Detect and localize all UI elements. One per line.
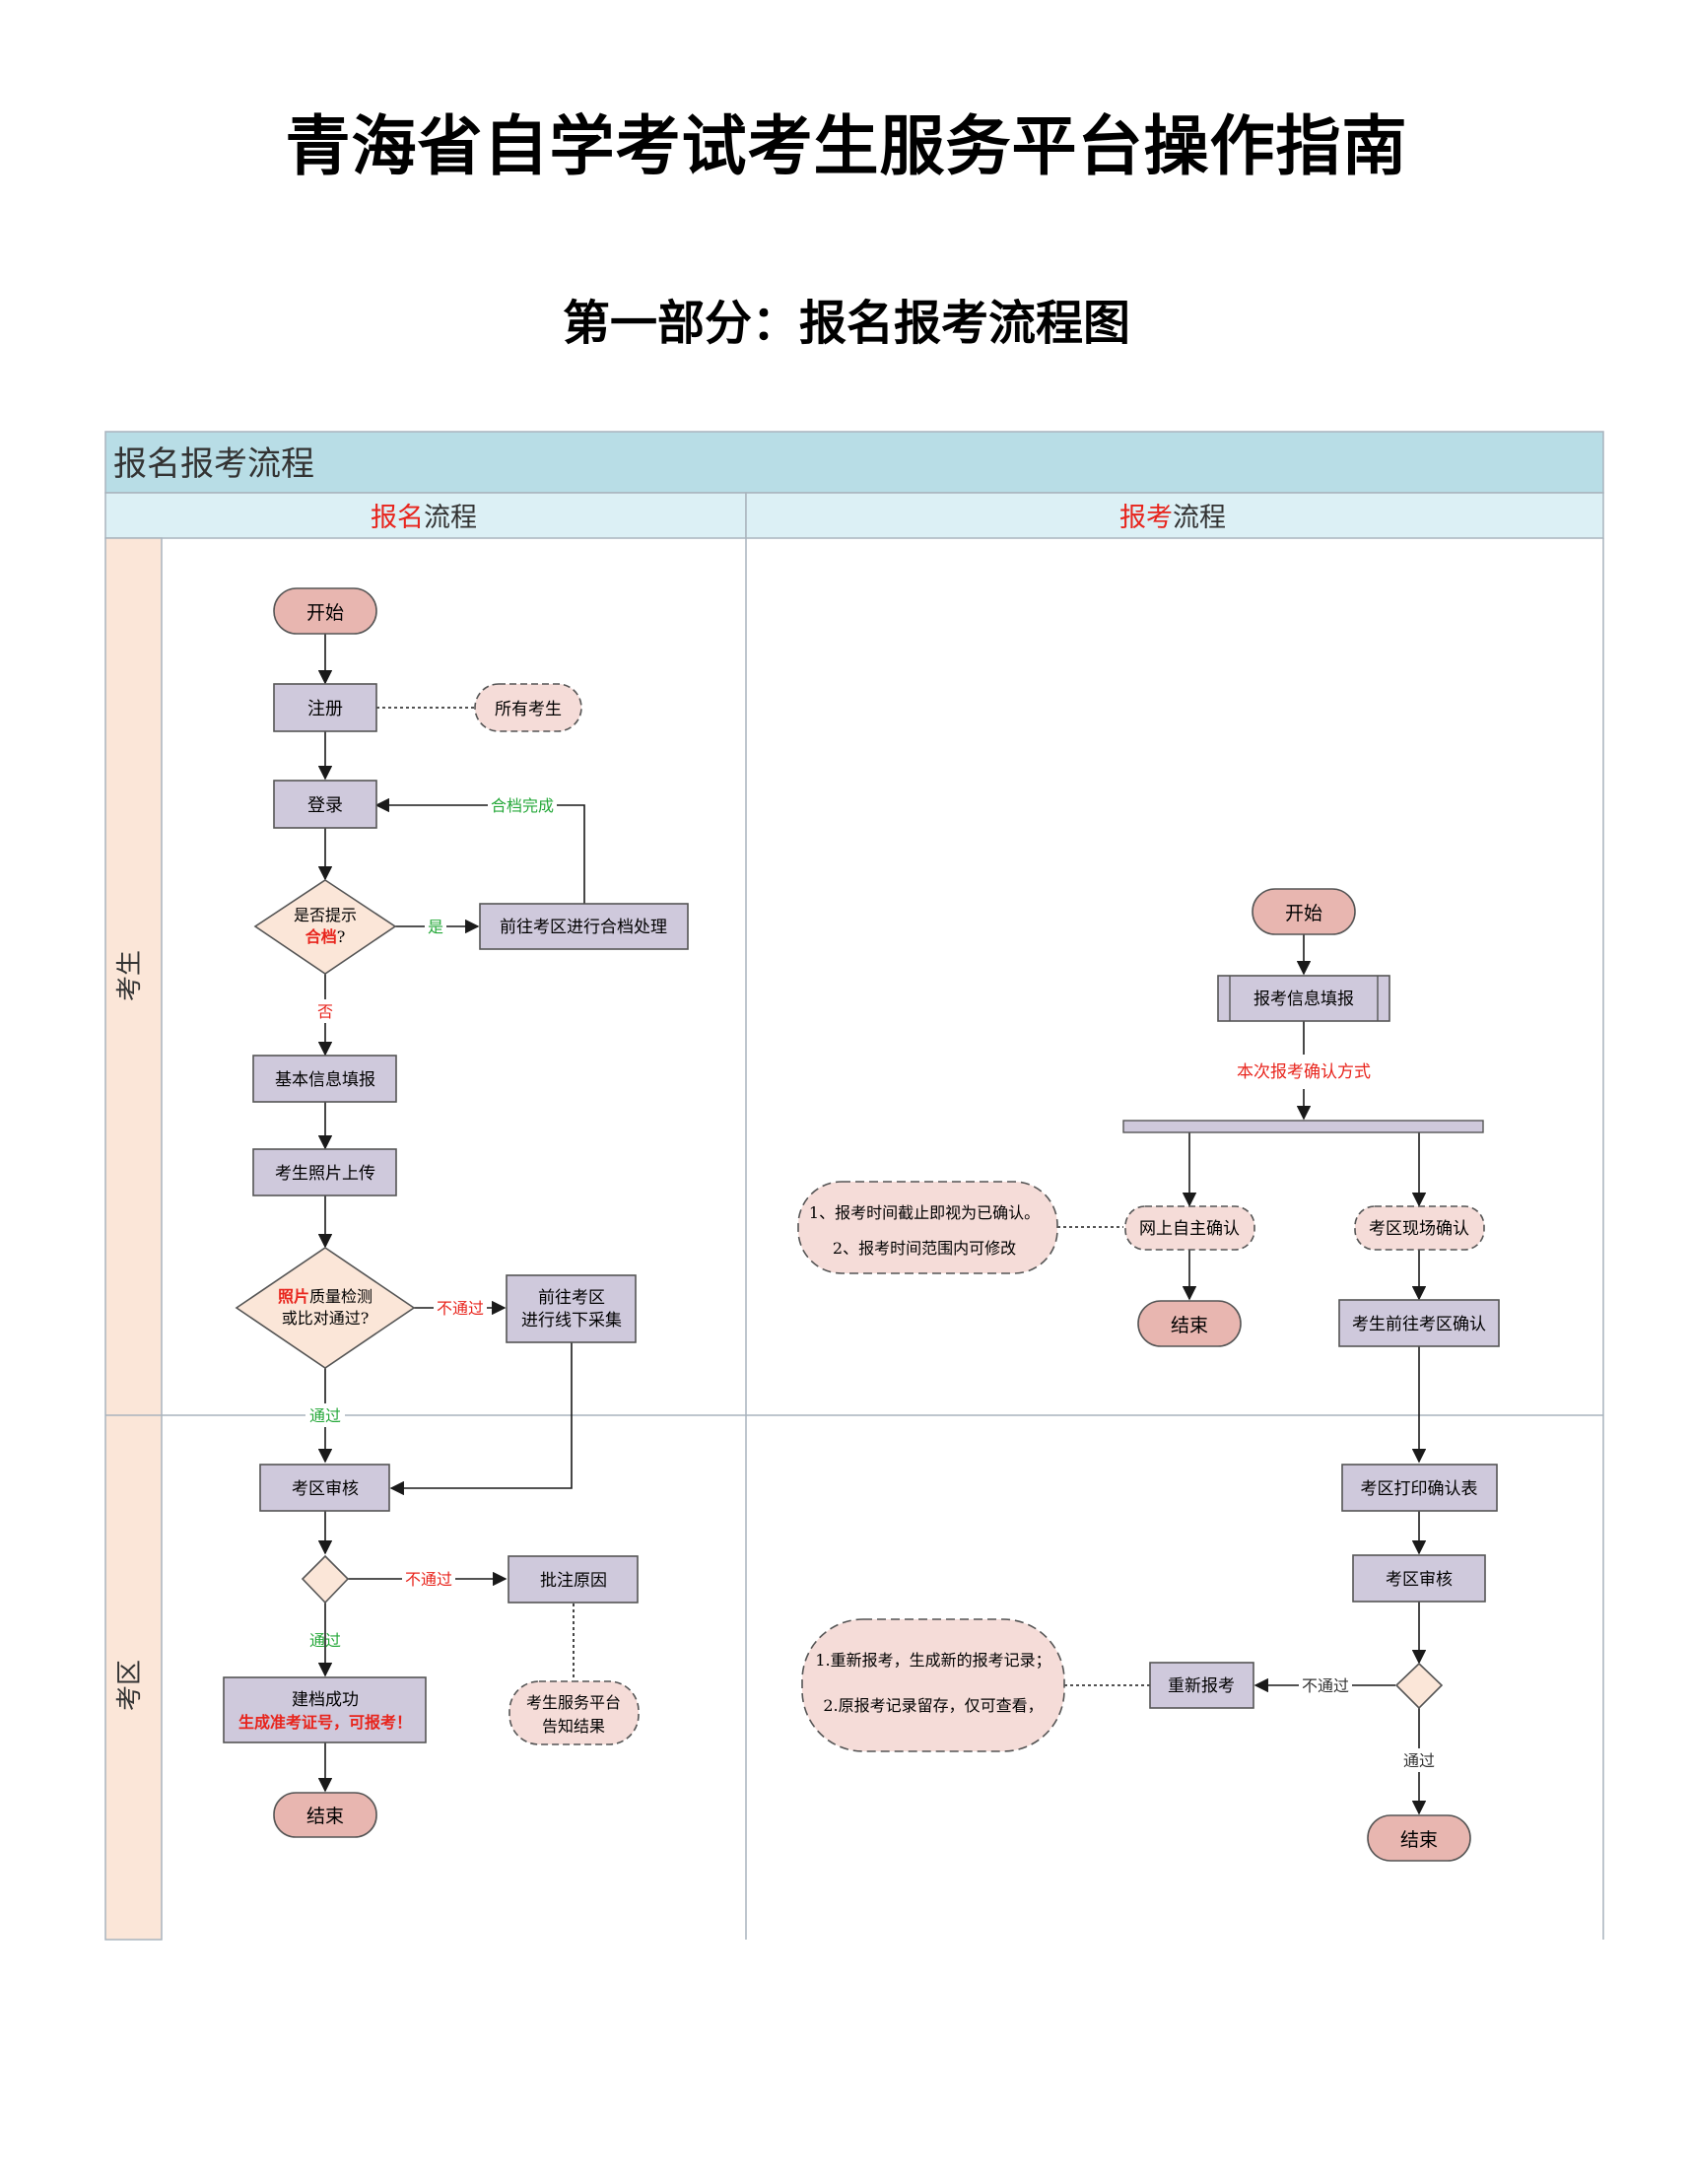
print-form-label: 考区打印确认表: [1361, 1479, 1478, 1499]
online-note-line1: 1、报考时间截止即视为已确认。: [809, 1203, 1040, 1222]
photo-decision: [235, 1247, 416, 1369]
archive-decision: [253, 879, 397, 975]
notify-line1: 考生服务平台: [526, 1693, 621, 1712]
end-terminal-registration: [273, 1792, 377, 1838]
photo-decision-line2: 或比对通过?: [282, 1309, 370, 1328]
online-note-line2: 2、报考时间范围内可修改: [833, 1239, 1016, 1258]
no-label: 否: [317, 1002, 333, 1021]
no-label-bg: [315, 999, 335, 1023]
end-label-application: 结束: [1400, 1829, 1438, 1851]
fork-bar: [1122, 1120, 1484, 1133]
basic-info-box: [252, 1055, 397, 1103]
yes-label: 是: [428, 918, 443, 936]
diagram-title: 报名报考流程: [113, 444, 314, 484]
reapply-label: 重新报考: [1168, 1676, 1235, 1696]
reapply-box: [1149, 1662, 1254, 1709]
login-label: 登录: [307, 795, 343, 816]
reapply-note-line1: 1.重新报考，生成新的报考记录；: [815, 1651, 1050, 1670]
app-pass-label-bg: [1399, 1748, 1439, 1772]
app-fail-label: 不通过: [1302, 1676, 1349, 1695]
success-line1: 建档成功: [292, 1690, 359, 1710]
go-archive-box: [479, 903, 689, 950]
column-header-registration: [104, 492, 747, 539]
reapply-note-line2: 2.原报考记录留存，仅可查看，: [823, 1696, 1043, 1715]
all-candidates-label: 所有考生: [495, 700, 562, 719]
review-fail-label-bg: [402, 1567, 455, 1591]
onsite-confirm-label: 考区现场确认: [1369, 1219, 1469, 1239]
photo-upload-box: [252, 1148, 397, 1196]
success-line2: 生成准考证号，可报考！: [238, 1713, 412, 1732]
diagram-header-bg: [104, 431, 1604, 494]
online-confirm-node: [1124, 1205, 1255, 1251]
archive-decision-line2: 合档?: [305, 927, 346, 946]
start-label-registration: 开始: [306, 602, 344, 624]
column-title-application: 报考流程: [1119, 503, 1226, 533]
photo-decision-line1: 照片质量检测: [278, 1287, 372, 1306]
start-terminal-application: [1252, 888, 1356, 935]
success-box: [223, 1676, 427, 1743]
lane-label-district: 考区: [115, 1660, 145, 1711]
all-candidates-note: [474, 683, 582, 732]
district-review-label-registration: 考区审核: [292, 1479, 359, 1499]
column-title-registration: 报名流程: [371, 503, 477, 533]
review-fail-label: 不通过: [405, 1570, 452, 1589]
end-label-registration: 结束: [306, 1806, 344, 1827]
yes-label-bg: [425, 915, 446, 938]
review-decision-registration: [301, 1554, 350, 1604]
basic-info-label: 基本信息填报: [275, 1070, 375, 1090]
district-review-box-application: [1352, 1554, 1486, 1603]
note-reason-label: 批注原因: [540, 1571, 607, 1591]
online-note: [797, 1181, 1058, 1274]
document-subtitle: 第一部分：报名报考流程图: [562, 296, 1130, 351]
onsite-confirm-node: [1354, 1205, 1485, 1251]
photo-upload-label: 考生照片上传: [275, 1164, 375, 1184]
online-confirm-label: 网上自主确认: [1139, 1219, 1240, 1239]
fill-label: 报考信息填报: [1253, 990, 1354, 1009]
archive-done-label-bg: [488, 792, 557, 818]
login-box: [273, 780, 377, 829]
confirm-method-label: 本次报考确认方式: [1237, 1062, 1371, 1082]
offline-box: [506, 1274, 637, 1343]
start-terminal-registration: [273, 587, 377, 635]
register-box: [273, 683, 377, 732]
end-label-online: 结束: [1171, 1315, 1208, 1336]
app-pass-label: 通过: [1403, 1751, 1435, 1770]
go-archive-label: 前往考区进行合档处理: [500, 918, 667, 937]
go-district-box: [1338, 1299, 1500, 1347]
end-terminal-online: [1137, 1300, 1242, 1347]
go-district-label: 考生前往考区确认: [1352, 1315, 1486, 1334]
review-pass-label: 通过: [309, 1631, 341, 1650]
print-form-box: [1341, 1464, 1498, 1512]
review-decision-application: [1394, 1662, 1444, 1710]
note-reason-box: [508, 1555, 639, 1604]
photo-pass-label-bg: [305, 1403, 345, 1427]
photo-pass-label: 通过: [309, 1406, 341, 1425]
lane-label-bg: [104, 537, 163, 1941]
archive-decision-line1: 是否提示: [294, 906, 357, 924]
notify-note: [508, 1680, 640, 1745]
document-title: 青海省自学考试考生服务平台操作指南: [285, 107, 1408, 184]
archive-done-label: 合档完成: [491, 796, 554, 815]
photo-fail-label: 不通过: [437, 1299, 484, 1318]
fill-box: [1217, 975, 1390, 1022]
column-header-application: [745, 492, 1604, 539]
photo-fail-label-bg: [434, 1296, 487, 1320]
lane-label-candidate: 考生: [115, 950, 145, 1001]
register-label: 注册: [307, 699, 343, 719]
end-terminal-application: [1367, 1814, 1471, 1862]
district-review-box-registration: [259, 1464, 390, 1512]
notify-line2: 告知结果: [542, 1717, 605, 1736]
district-review-label-application: 考区审核: [1386, 1570, 1453, 1590]
offline-line1: 前往考区: [538, 1288, 605, 1308]
offline-line2: 进行线下采集: [521, 1311, 622, 1331]
reapply-note: [801, 1618, 1065, 1752]
start-label-application: 开始: [1285, 903, 1322, 924]
app-fail-label-bg: [1299, 1673, 1352, 1697]
